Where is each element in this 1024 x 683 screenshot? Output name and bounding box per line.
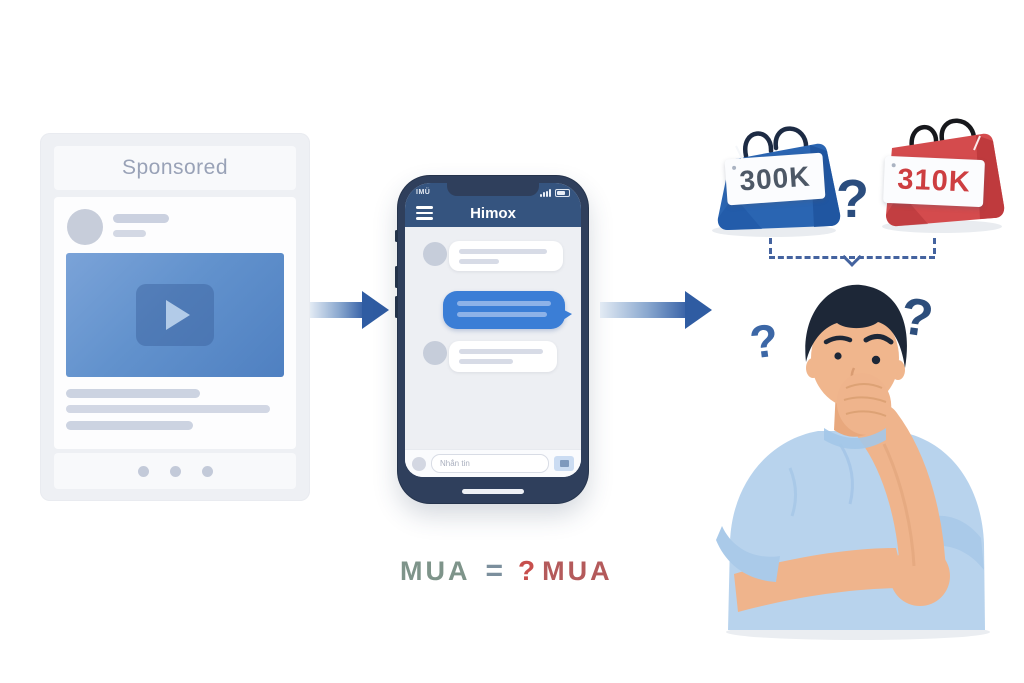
phone-mockup: IMÜ Himox: [395, 176, 588, 503]
bag-handle: [939, 118, 977, 145]
play-button[interactable]: [136, 284, 214, 346]
price-label: 300K: [738, 160, 812, 197]
left-sleeve-cuff: [716, 526, 780, 582]
price-tag-blue: 300K: [724, 152, 826, 206]
action-dot: [169, 465, 181, 477]
formula-lhs: MUA: [400, 555, 471, 586]
video-thumbnail: [66, 253, 284, 377]
flow-arrow-2-body: [600, 302, 686, 318]
message-input[interactable]: [431, 454, 549, 473]
message-input-bar: [405, 449, 581, 477]
price-tag-red: 310K: [883, 155, 985, 208]
formula-rhs: MUA: [542, 555, 613, 586]
finger-line: [845, 410, 887, 417]
battery-icon: [555, 188, 570, 197]
carrier-label: IMÜ: [416, 189, 431, 196]
eye: [871, 355, 881, 365]
arrow-right-icon: [362, 291, 389, 329]
chat-app-header: Himox: [405, 199, 581, 227]
avatar: [67, 209, 103, 245]
status-bar: IMÜ: [405, 186, 581, 199]
outgoing-message-bubble: [443, 291, 572, 329]
contact-avatar: [423, 242, 447, 266]
send-icon: [559, 460, 569, 467]
sponsored-label: Sponsored: [121, 156, 229, 179]
formula-question: ?: [518, 555, 536, 586]
hair: [805, 284, 907, 368]
finger-line: [845, 383, 883, 389]
price-label: 310K: [896, 163, 972, 199]
tag-hole: [731, 165, 737, 170]
ad-post-body: [54, 197, 296, 449]
caption-line-2: [66, 405, 270, 413]
finger-line: [843, 396, 887, 403]
hand-on-chin: [836, 373, 892, 435]
flow-arrow-1-body: [310, 302, 363, 318]
signal-icon: [540, 188, 551, 197]
dashed-connector-left: [769, 238, 772, 254]
dashed-connector-horizontal: [769, 256, 935, 259]
chevron-down-icon: [842, 247, 862, 267]
question-mark-between-bags: ?: [836, 169, 869, 229]
subtitle-placeholder-line: [113, 230, 146, 237]
send-button[interactable]: [554, 456, 574, 471]
phone-side-button: [395, 296, 398, 318]
bag-handle: [743, 131, 774, 159]
caption-line-3: [66, 421, 193, 430]
chat-area: [405, 227, 581, 477]
home-indicator: [462, 489, 524, 494]
eyebrow: [863, 334, 894, 345]
phone-screen: IMÜ Himox: [405, 183, 581, 477]
caption-line-1: [66, 389, 200, 398]
phone-side-button: [395, 230, 398, 242]
emoji-icon[interactable]: [412, 456, 426, 471]
bubble-tail: [560, 308, 572, 322]
bag-handle: [909, 124, 939, 151]
action-dot: [137, 465, 149, 477]
tag-hole: [891, 163, 896, 168]
action-dot: [201, 465, 213, 477]
app-title: Himox: [470, 204, 516, 222]
ad-footer: [54, 453, 296, 489]
formula-equals: =: [485, 554, 504, 587]
right-sleeve-cuff: [932, 515, 984, 570]
phone-side-button: [395, 266, 398, 288]
sponsored-header: Sponsored: [54, 146, 296, 190]
play-icon: [166, 300, 190, 330]
dashed-connector-right: [933, 238, 936, 254]
sponsored-ad-card: Sponsored: [40, 133, 310, 501]
tag-string: [973, 135, 981, 151]
thinking-person-illustration: [716, 284, 990, 640]
incoming-message-bubble: [449, 241, 563, 271]
formula-row: MUA = ? MUA: [400, 554, 613, 588]
arrow-right-icon: [685, 291, 712, 329]
contact-avatar: [423, 341, 447, 365]
collar: [824, 428, 886, 449]
app-header-area: IMÜ Himox: [405, 183, 581, 227]
incoming-message-bubble: [449, 341, 557, 372]
hamburger-menu-icon[interactable]: [416, 206, 433, 220]
raised-forearm: [855, 403, 946, 601]
bag-handle: [773, 126, 809, 152]
username-placeholder-line: [113, 214, 169, 223]
eyebrow: [823, 335, 853, 345]
eye: [834, 352, 842, 360]
phone-notch: [447, 183, 539, 196]
